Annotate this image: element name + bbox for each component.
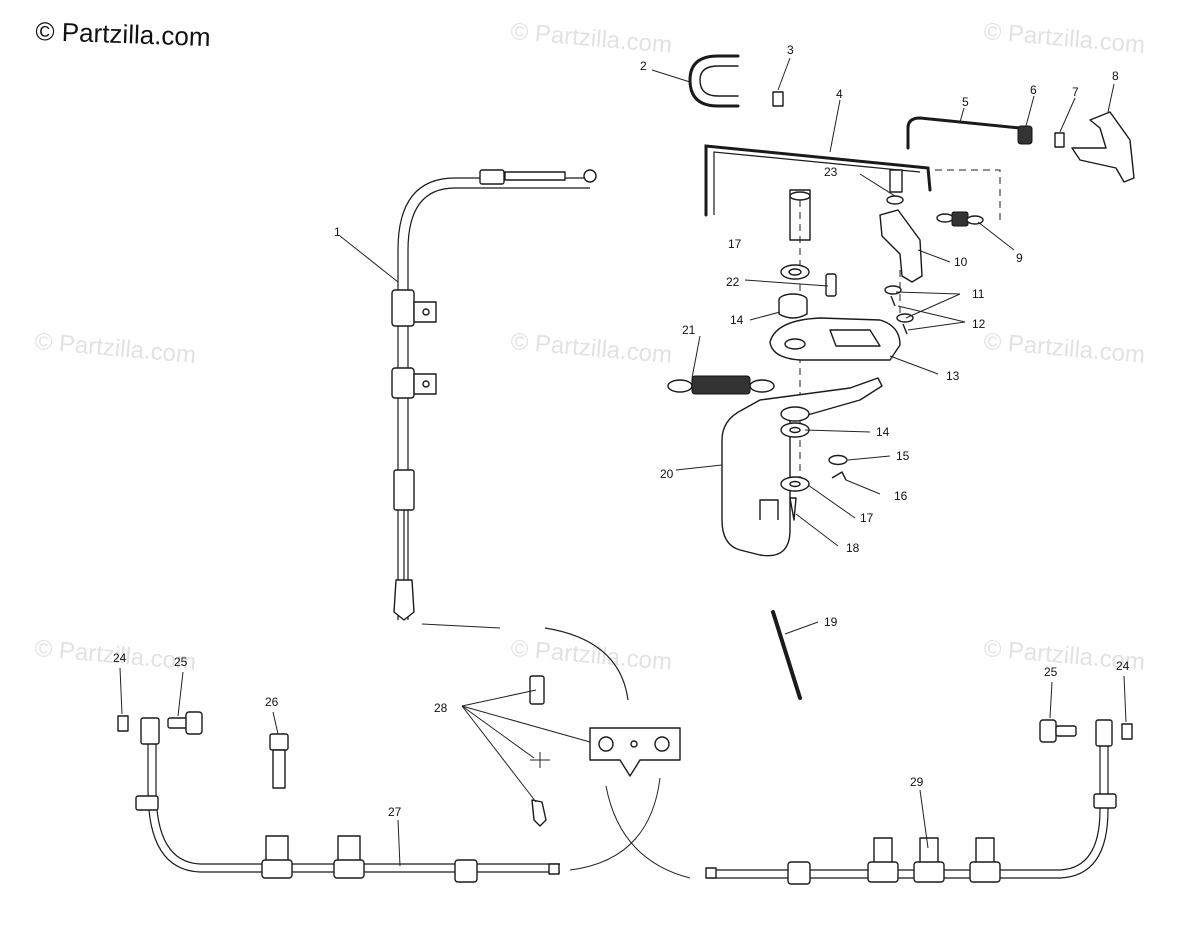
callout-10: 10 <box>954 255 968 269</box>
callout-15: 15 <box>896 449 910 463</box>
callout-3: 3 <box>787 43 794 57</box>
callout-26: 26 <box>265 695 279 709</box>
part-18-screw <box>789 497 797 521</box>
part-24-nut <box>117 715 129 732</box>
callout-14b: 14 <box>876 425 890 439</box>
callout-6: 6 <box>1030 83 1037 97</box>
callout-labels: 1 2 3 4 5 6 7 8 23 9 10 11 12 13 17 22 1… <box>113 43 1130 819</box>
part-25-bolt <box>167 711 203 735</box>
callout-16: 16 <box>894 489 908 503</box>
callout-13: 13 <box>946 369 960 383</box>
part-16-screw <box>831 471 847 481</box>
brand-watermark: © Partzilla.com <box>34 16 212 53</box>
callout-1: 1 <box>334 225 341 239</box>
callout-7: 7 <box>1072 85 1079 99</box>
part-8-t-handle <box>1071 111 1135 183</box>
part-10-lever <box>879 209 923 283</box>
callout-11: 11 <box>972 287 985 301</box>
part-20-bracket <box>721 377 883 557</box>
callout-5: 5 <box>962 95 969 109</box>
callout-12: 12 <box>972 317 986 331</box>
callout-8: 8 <box>1112 69 1119 83</box>
part-4-bracket <box>704 144 932 241</box>
part-21-spring <box>667 375 775 395</box>
part-12-screw <box>890 295 896 307</box>
part-2-u-clip <box>688 54 740 108</box>
callout-20: 20 <box>660 467 674 481</box>
part-7-nut <box>1054 132 1065 148</box>
callout-22: 22 <box>726 275 740 289</box>
callout-24b: 24 <box>1116 659 1130 673</box>
part-15-washer <box>828 454 848 466</box>
callout-4: 4 <box>836 87 843 101</box>
part-5-rod <box>906 116 1022 150</box>
part-28-plate <box>529 675 681 827</box>
callout-28: 28 <box>434 701 448 715</box>
part-9-spring <box>936 211 984 227</box>
callout-27: 27 <box>388 805 402 819</box>
part-27-cable <box>135 717 560 883</box>
callout-21: 21 <box>682 323 696 337</box>
part-19-rod <box>771 610 802 700</box>
part-11-washer <box>884 285 902 295</box>
part-3-nut <box>772 91 784 107</box>
part-22-pin <box>825 273 837 297</box>
leader-lines <box>119 57 1127 867</box>
part-1-cable <box>391 169 597 621</box>
callout-14a: 14 <box>730 313 744 327</box>
callout-17b: 17 <box>860 511 874 525</box>
callout-9: 9 <box>1016 251 1023 265</box>
callout-19: 19 <box>824 615 838 629</box>
callout-23: 23 <box>824 165 838 179</box>
part-24-nut-right <box>1121 723 1133 740</box>
callout-24a: 24 <box>113 651 127 665</box>
part-6-spring <box>1017 125 1033 145</box>
part-29-cable <box>705 719 1117 885</box>
callout-25b: 25 <box>1044 665 1058 679</box>
callout-29: 29 <box>910 775 924 789</box>
part-26-bolt <box>269 733 289 789</box>
part-23-bushing <box>889 169 903 193</box>
callout-17a: 17 <box>728 237 742 251</box>
callout-25a: 25 <box>174 655 188 669</box>
callout-18: 18 <box>846 541 860 555</box>
part-14-bushing <box>778 293 808 319</box>
callout-2: 2 <box>640 59 647 73</box>
part-25-bolt-right <box>1039 719 1077 743</box>
